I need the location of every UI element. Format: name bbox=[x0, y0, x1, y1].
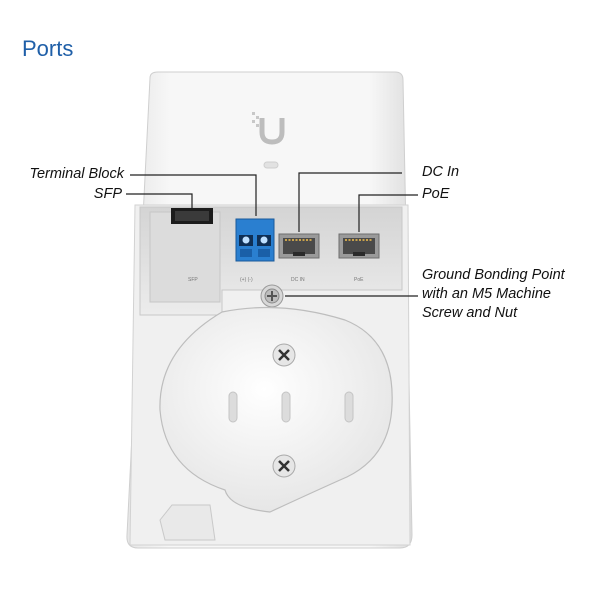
dc-in-port-label: DC IN bbox=[291, 277, 305, 283]
poe-callout: PoE bbox=[422, 186, 450, 202]
sfp-port-label: SFP bbox=[188, 277, 198, 283]
ground-callout-line3: Screw and Nut bbox=[422, 305, 518, 321]
dc-in-callout: DC In bbox=[422, 164, 460, 180]
page-title: Ports bbox=[22, 36, 74, 61]
ground-callout-line2: with an M5 Machine bbox=[422, 286, 551, 302]
poe-port[interactable] bbox=[338, 233, 380, 259]
mount-screw-icon bbox=[272, 454, 296, 478]
poe-port-label: PoE bbox=[354, 277, 364, 283]
sfp-callout: SFP bbox=[93, 186, 122, 202]
mounting-plate bbox=[159, 306, 393, 513]
sfp-port[interactable] bbox=[171, 208, 213, 224]
dc-in-port[interactable] bbox=[278, 233, 320, 259]
mount-screw-icon bbox=[272, 343, 296, 367]
callout-lines bbox=[126, 172, 418, 297]
terminal-block-callout: Terminal Block bbox=[29, 166, 124, 182]
ground-bonding-callout: Ground Bonding Point with an M5 Machine … bbox=[422, 266, 565, 323]
ground-callout-line1: Ground Bonding Point bbox=[422, 267, 565, 283]
terminal-block-label: (+) (-) bbox=[240, 277, 253, 283]
led-indicator-icon bbox=[263, 161, 279, 169]
bottom-latch bbox=[159, 504, 216, 541]
ground-screw-icon[interactable] bbox=[260, 284, 284, 308]
terminal-block[interactable] bbox=[235, 218, 275, 262]
ubiquiti-logo-icon bbox=[252, 112, 285, 145]
